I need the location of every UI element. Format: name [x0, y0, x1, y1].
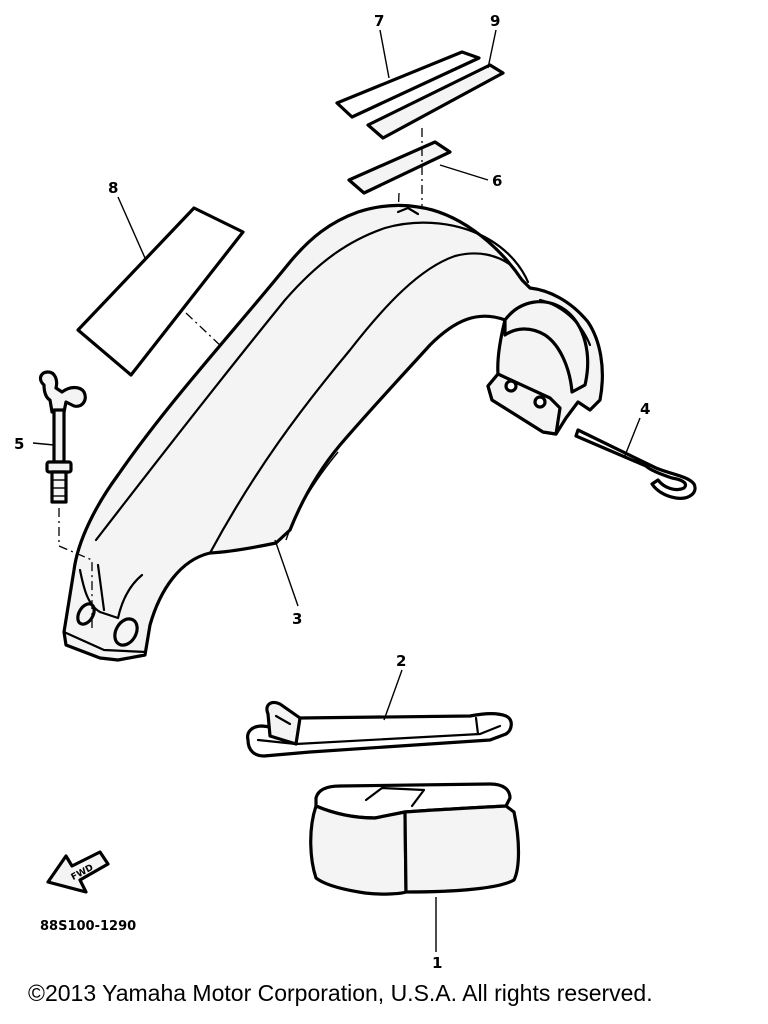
copyright-notice: ©2013 Yamaha Motor Corporation, U.S.A. A… — [28, 980, 653, 1006]
callout-8: 8 — [108, 179, 118, 197]
part-5-bolt — [32, 370, 87, 504]
part-6-stripe — [347, 140, 489, 195]
alignment-line-5 — [58, 508, 93, 628]
callout-2: 2 — [396, 652, 406, 670]
part-9-stripe — [366, 29, 505, 140]
callout-9: 9 — [490, 12, 500, 30]
callout-4: 4 — [640, 400, 650, 418]
part-8-panel — [76, 196, 245, 377]
callout-7: 7 — [374, 12, 384, 30]
front-direction-arrow: FWD — [46, 850, 110, 894]
part-1-battery — [309, 782, 521, 952]
callout-3: 3 — [292, 610, 302, 628]
callout-1: 1 — [432, 954, 442, 972]
drawing-code: 88S100-1290 — [40, 919, 136, 934]
callout-5: 5 — [14, 435, 24, 453]
part-4-hook-rod — [574, 417, 697, 500]
part-7-stripe — [335, 29, 481, 119]
callout-6: 6 — [492, 172, 502, 190]
part-3-fender — [62, 203, 604, 662]
part-2-battery-band — [246, 669, 513, 758]
